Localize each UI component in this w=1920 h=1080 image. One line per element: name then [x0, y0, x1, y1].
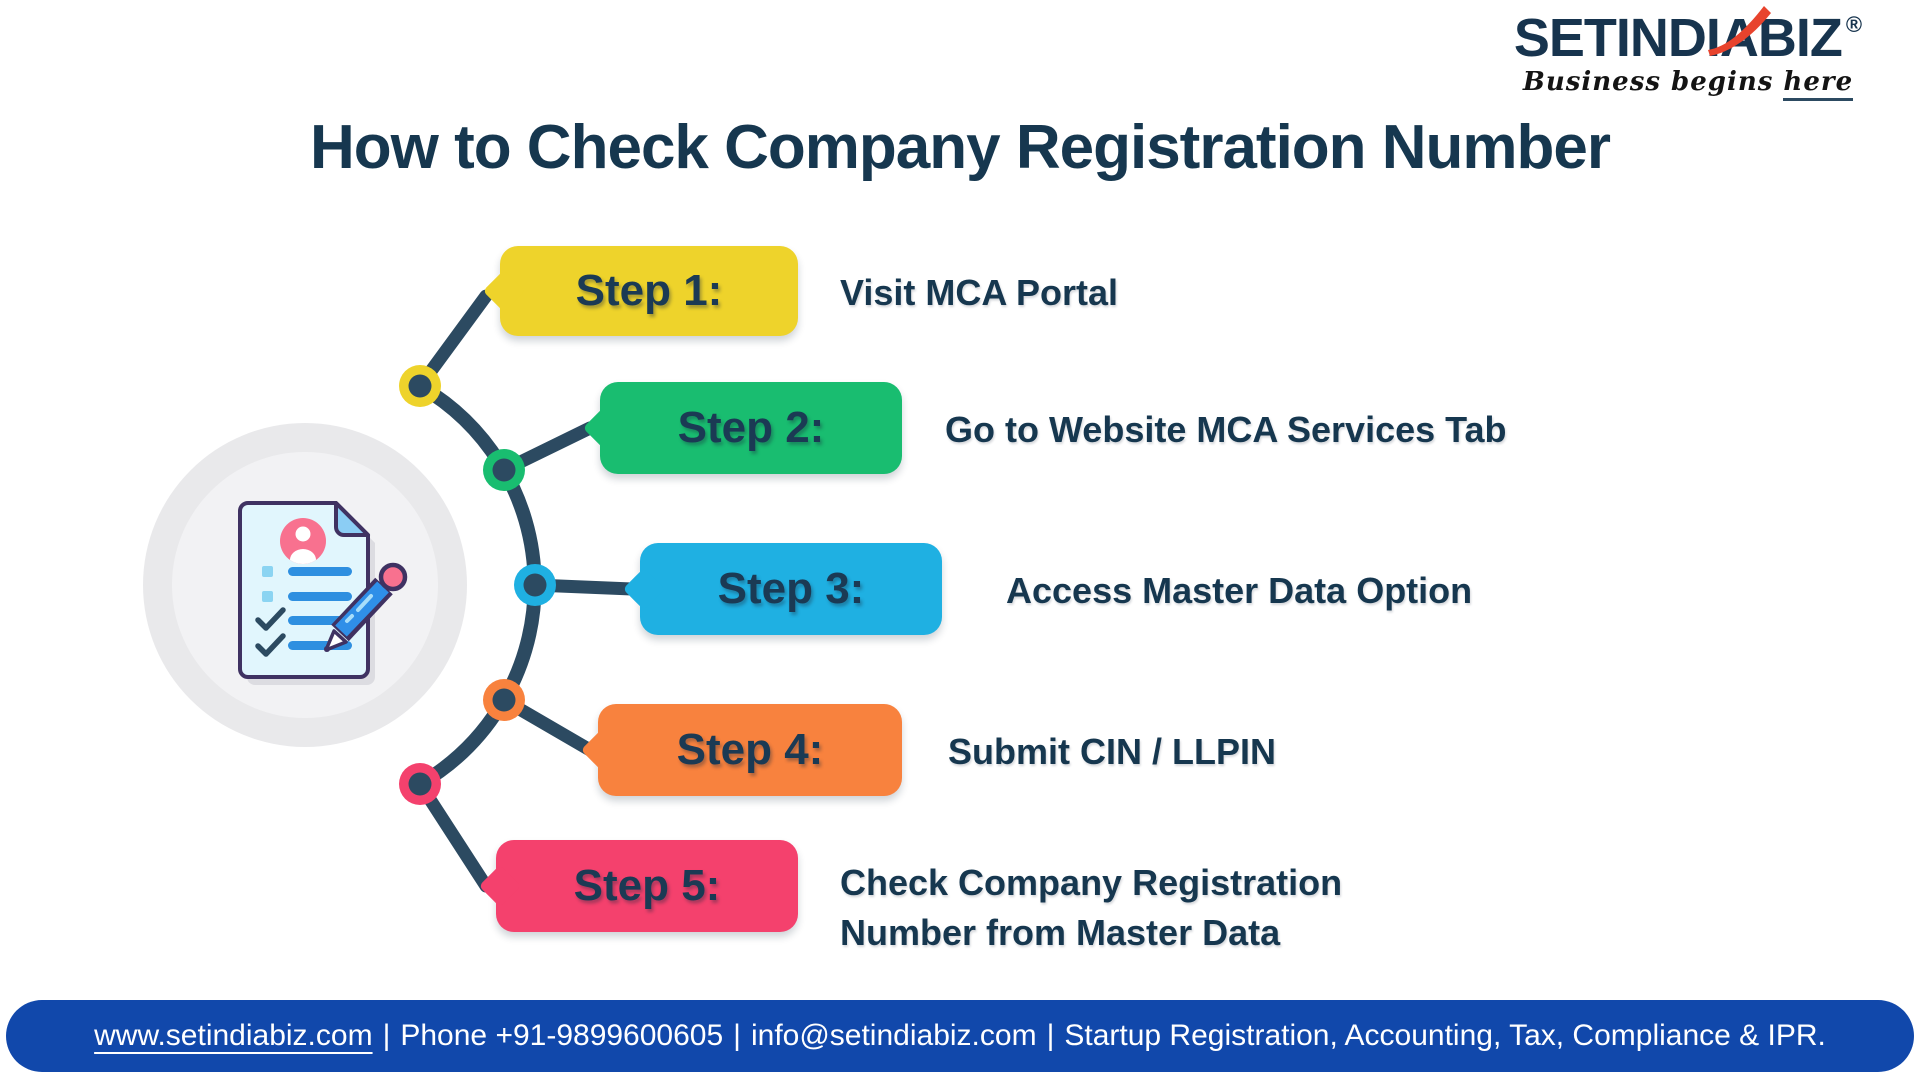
check-icon	[255, 607, 286, 631]
registered-trademark-icon: ®	[1845, 12, 1863, 37]
footer-bar: www.setindiabiz.com | Phone +91-98996006…	[6, 1000, 1914, 1072]
pencil-icon	[324, 562, 408, 652]
footer-separator: |	[733, 1019, 741, 1052]
brand-tagline: Business begins here	[1478, 66, 1898, 101]
step-badge-2: Step 2:	[600, 382, 902, 474]
footer-email: info@setindiabiz.com	[750, 1019, 1037, 1052]
step-badge-5: Step 5:	[496, 840, 798, 932]
step-badge-3: Step 3:	[640, 543, 942, 635]
text-line	[288, 567, 352, 576]
page-title: How to Check Company Registration Number	[309, 113, 1611, 182]
step-label-2: Step 2:	[677, 403, 825, 452]
wordmark-part2: BIZ	[1757, 8, 1843, 68]
checkbox-bullet	[262, 591, 273, 602]
wordmark-part1: SETINDI	[1513, 8, 1721, 68]
wordmark-letter-a: A	[1707, 6, 1771, 67]
step-label-4: Step 4:	[676, 725, 824, 774]
step-badge-4: Step 4:	[598, 704, 902, 796]
footer-website-link[interactable]: www.setindiabiz.com	[94, 1019, 373, 1052]
step-description-4: Submit CIN / LLPIN	[948, 731, 1276, 772]
step-description-2: Go to Website MCA Services Tab	[945, 409, 1507, 450]
text-line	[288, 592, 352, 601]
footer-separator: |	[1046, 1019, 1055, 1052]
step-badge-1: Step 1:	[500, 246, 798, 336]
step-description-5: Check Company Registration Number from M…	[840, 862, 1343, 953]
footer-services: Startup Registration, Accounting, Tax, C…	[1064, 1019, 1826, 1052]
checkbox-bullet	[262, 566, 273, 577]
timeline-dots	[399, 365, 556, 805]
document-illustration	[238, 501, 408, 685]
step-label-1: Step 1:	[575, 266, 723, 315]
step-label-5: Step 5:	[573, 861, 721, 910]
tagline-underlined-word: here	[1783, 66, 1854, 101]
step-description-1: Visit MCA Portal	[840, 272, 1119, 313]
step-description-3: Access Master Data Option	[1006, 570, 1473, 611]
person-icon	[295, 526, 311, 542]
check-icon	[255, 633, 286, 657]
document-fold	[334, 501, 370, 537]
footer-phone: Phone +91-9899600605	[400, 1019, 724, 1052]
step-label-3: Step 3:	[717, 564, 865, 613]
footer-separator: |	[382, 1019, 391, 1052]
